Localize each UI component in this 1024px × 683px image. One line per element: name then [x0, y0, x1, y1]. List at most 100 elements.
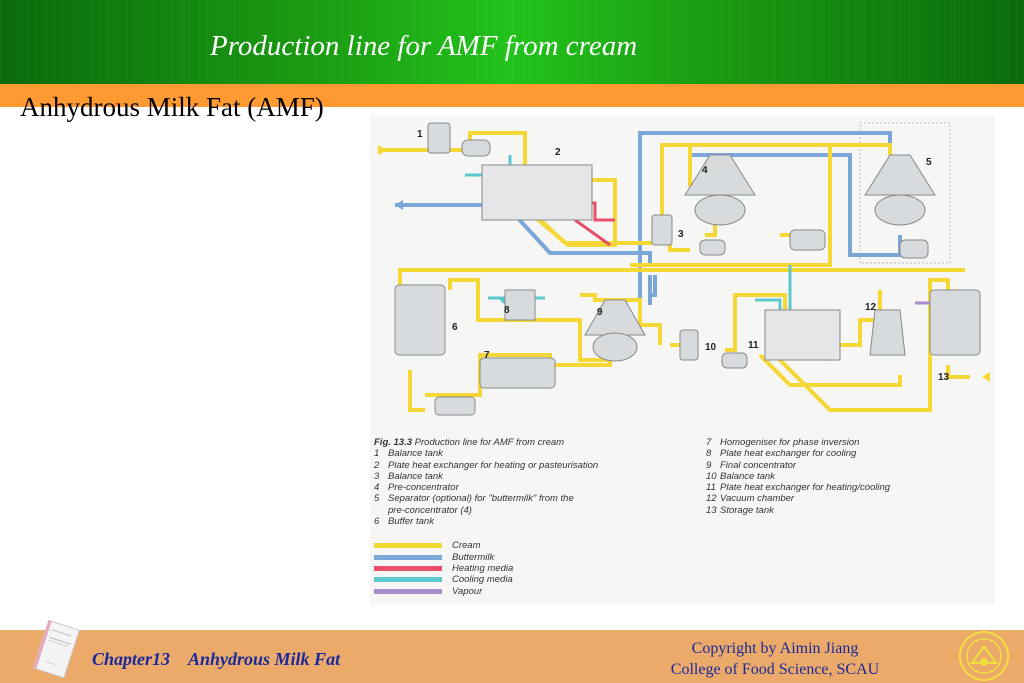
caption-num: 1: [374, 448, 380, 460]
product-outlet-arrow: [982, 372, 990, 382]
legend-swatch: [374, 577, 442, 583]
caption-text: Pre-concentrator: [388, 482, 459, 494]
equipment-labels: 1 2 3 4 5 6 7 8 9 10 11 12 13: [417, 129, 950, 383]
caption-text: Plate heat exchanger for heating or past…: [388, 459, 599, 471]
institution-line: College of Food Science, SCAU: [670, 661, 880, 678]
legend-item-cooling-media: Cooling media: [374, 574, 513, 585]
label-11: 11: [748, 340, 759, 351]
label-4: 4: [702, 165, 708, 176]
caption-text: Plate heat exchanger for cooling: [720, 448, 857, 460]
caption-item: 9 Final concentrator: [706, 460, 986, 471]
label-13: 13: [938, 372, 950, 383]
label-10: 10: [705, 342, 717, 353]
caption-text: Plate heat exchanger for heating/cooling: [720, 482, 891, 494]
storage-tank-13: [929, 289, 981, 356]
caption-text: Balance tank: [720, 470, 775, 482]
caption-num: 5: [374, 493, 380, 505]
caption-text: pre-concentrator (4): [388, 504, 472, 516]
slide-header: [0, 0, 1024, 84]
pre-concentrator-4: [684, 154, 756, 196]
legend-label: Cream: [452, 540, 481, 552]
caption-text: Final concentrator: [720, 459, 797, 471]
caption-num: 12: [706, 493, 717, 505]
legend-label: Heating media: [452, 562, 514, 574]
plate-heat-exchanger-11: [764, 309, 841, 361]
caption-num: 9: [706, 459, 712, 471]
process-flow-figure: 1 2 3 4 5 6 7 8 9 10 11 12 13 Fig. 13.3 …: [370, 115, 995, 605]
header-accent-bar: [0, 84, 1024, 107]
final-concentrator-9: [584, 299, 646, 336]
caption-item: 5 Separator (optional) for "buttermilk" f…: [374, 493, 704, 504]
legend-item-heating-media: Heating media: [374, 563, 513, 574]
section-heading: Anhydrous Milk Fat (AMF): [20, 92, 324, 122]
caption-item: 6 Buffer tank: [374, 516, 704, 527]
pre-concentrator-base: [694, 194, 746, 226]
legend-swatch: [374, 588, 442, 594]
balance-tank-10: [679, 329, 699, 361]
pump-6: [434, 396, 476, 416]
balance-tank-3: [651, 214, 673, 246]
caption-num: [374, 505, 388, 516]
plate-heat-exchanger-8: [504, 289, 536, 321]
caption-item: 4 Pre-concentrator: [374, 482, 704, 493]
caption-num: 3: [374, 470, 380, 482]
chapter-title: Anhydrous Milk Fat: [188, 649, 341, 669]
figure-caption-left: Fig. 13.3 Production line for AMF from c…: [374, 437, 704, 527]
homogeniser-7: [479, 357, 556, 389]
label-6: 6: [452, 322, 458, 333]
figure-legend: Cream Buttermilk Heating media Cooling m…: [374, 540, 513, 597]
caption-text: Balance tank: [388, 470, 443, 482]
slide-footer: [0, 630, 1024, 683]
label-9: 9: [597, 307, 603, 318]
caption-num: 11: [706, 482, 716, 494]
figure-label: Fig. 13.3: [374, 437, 413, 448]
legend-swatch: [374, 565, 442, 571]
separator-5: [864, 154, 936, 196]
legend-swatch: [374, 554, 442, 560]
label-2: 2: [555, 147, 561, 158]
caption-num: 10: [706, 470, 717, 482]
equipment: [394, 122, 981, 416]
legend-item-buttermilk: Buttermilk: [374, 551, 513, 563]
label-12: 12: [865, 302, 877, 313]
caption-text: Homogeniser for phase inversion: [720, 437, 860, 448]
caption-num: 4: [374, 482, 380, 494]
buttermilk-pipes: [395, 131, 902, 325]
balance-tank-1: [427, 122, 451, 154]
pump-5: [899, 239, 929, 259]
slide-title: Production line for AMF from cream: [210, 30, 638, 62]
book-icon: [32, 620, 80, 679]
buffer-tank-6: [394, 284, 446, 356]
caption-text: Buffer tank: [388, 516, 434, 528]
figure-caption-title: Fig. 13.3 Production line for AMF from c…: [374, 437, 704, 448]
pump-1: [461, 139, 491, 157]
caption-num: 13: [706, 504, 717, 516]
legend-label: Buttermilk: [452, 551, 495, 563]
legend-label: Cooling media: [452, 574, 513, 586]
footer-chapter: Chapter13 Anhydrous Milk Fat: [92, 649, 340, 670]
pump-4: [789, 229, 826, 251]
label-5: 5: [926, 157, 932, 168]
optional-section-box: [859, 122, 951, 264]
label-3: 3: [678, 229, 684, 240]
legend-item-cream: Cream: [374, 540, 513, 551]
caption-item: pre-concentrator (4): [374, 505, 704, 516]
caption-text: Separator (optional) for "buttermilk" fr…: [388, 493, 574, 505]
vacuum-chamber-12: [869, 309, 906, 356]
legend-item-vapour: Vapour: [374, 586, 513, 597]
university-logo-icon: [959, 631, 1009, 681]
caption-text: Balance tank: [388, 448, 443, 460]
chapter-number: Chapter13: [92, 649, 171, 669]
pump-3: [699, 239, 726, 256]
caption-num: 6: [374, 516, 380, 528]
caption-item: 11 Plate heat exchanger for heating/cooli…: [706, 482, 986, 493]
final-concentrator-base: [592, 332, 638, 362]
caption-text: Storage tank: [720, 504, 774, 516]
legend-swatch: [374, 543, 442, 549]
label-7: 7: [484, 350, 490, 361]
